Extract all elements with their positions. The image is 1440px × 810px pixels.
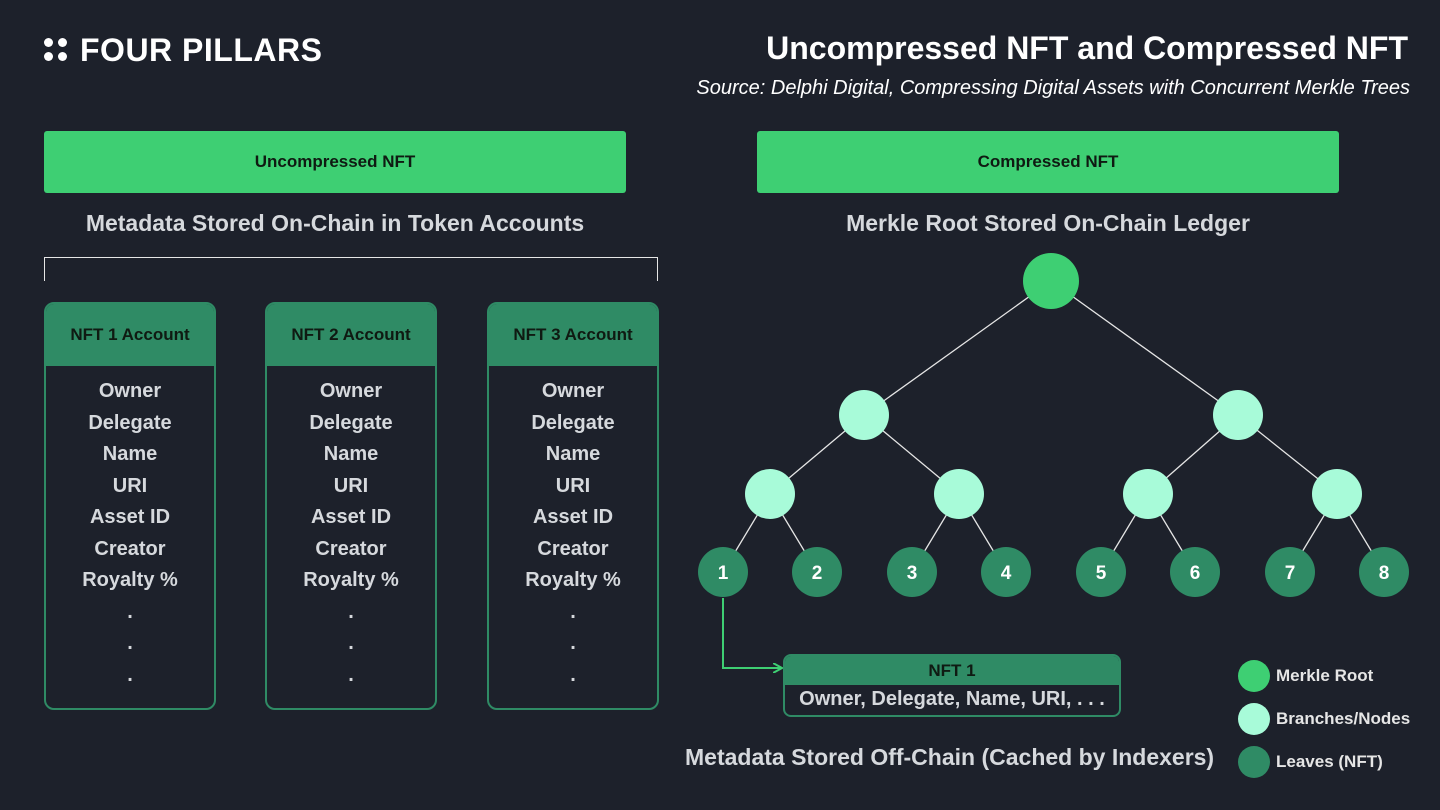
legend-label: Branches/Nodes	[1276, 709, 1411, 728]
brand-name: FOUR PILLARS	[80, 31, 323, 68]
branch-node	[745, 469, 795, 519]
field-delegate: Delegate	[88, 411, 172, 434]
field-owner: Owner	[541, 380, 605, 402]
nft-account-fields: Owner Delegate Name URI Asset ID Creator…	[46, 366, 214, 691]
legend-label: Leaves (NFT)	[1276, 752, 1383, 771]
legend-item-root: Merkle Root	[1238, 660, 1373, 692]
legend-branch-swatch	[1238, 703, 1270, 735]
leaf-node	[887, 547, 937, 597]
tree-edges	[722, 280, 1385, 573]
source-caption: Source: Delphi Digital, Compressing Digi…	[696, 77, 1410, 99]
leaf-label: 6	[1190, 563, 1201, 584]
tree-edge	[1050, 280, 1239, 416]
leaf-node	[1170, 547, 1220, 597]
field-ellipsis: .	[127, 632, 133, 654]
field-royalty: Royalty %	[303, 569, 399, 591]
field-ellipsis: .	[570, 600, 576, 623]
nft-account-title: NFT 3 Account	[489, 304, 657, 366]
field-uri: URI	[555, 474, 591, 497]
nft-metadata-body: Owner, Delegate, Name, URI, . . .	[799, 688, 1105, 710]
leaf-label: 5	[1096, 563, 1107, 584]
nft-account-title: NFT 2 Account	[267, 304, 435, 366]
field-ellipsis: .	[570, 632, 576, 654]
field-royalty: Royalty %	[525, 569, 621, 591]
field-name: Name	[102, 443, 158, 465]
legend-item-branches: Branches/Nodes	[1238, 703, 1410, 735]
nft-account-card: NFT 3 Account Owner Delegate Name URI As…	[487, 302, 659, 710]
legend-leaf-swatch	[1238, 746, 1270, 778]
field-name: Name	[545, 443, 601, 465]
field-ellipsis: .	[348, 600, 354, 623]
branch-node	[839, 390, 889, 440]
field-delegate: Delegate	[309, 411, 393, 434]
nft-account-fields: Owner Delegate Name URI Asset ID Creator…	[489, 366, 657, 691]
field-ellipsis: .	[127, 600, 133, 623]
field-ellipsis: .	[570, 663, 576, 686]
page-title: Uncompressed NFT and Compressed NFT	[766, 30, 1408, 66]
field-asset-id: Asset ID	[310, 506, 392, 528]
four-dots-icon	[44, 38, 68, 62]
leaf-label: 4	[1001, 563, 1012, 584]
offchain-caption: Metadata Stored Off-Chain (Cached by Ind…	[685, 744, 1215, 770]
leaf-node	[1359, 547, 1409, 597]
leaf-node	[792, 547, 842, 597]
nft-account-card: NFT 2 Account Owner Delegate Name URI As…	[265, 302, 437, 710]
nft-metadata-title: NFT 1	[785, 656, 1119, 685]
field-royalty: Royalty %	[82, 569, 178, 591]
field-ellipsis: .	[127, 663, 133, 686]
field-asset-id: Asset ID	[89, 506, 171, 528]
legend-label: Merkle Root	[1276, 666, 1374, 685]
field-ellipsis: .	[348, 663, 354, 686]
brand-logo: FOUR PILLARS	[44, 30, 322, 70]
nft-account-fields: Owner Delegate Name URI Asset ID Creator…	[267, 366, 435, 691]
branch-node	[1312, 469, 1362, 519]
field-creator: Creator	[537, 537, 609, 560]
tree-edge	[863, 280, 1052, 416]
accounts-bracket	[44, 257, 658, 281]
leaf-label: 3	[907, 563, 918, 584]
field-uri: URI	[333, 474, 369, 497]
leaf-node	[1076, 547, 1126, 597]
field-uri: URI	[112, 474, 148, 497]
field-delegate: Delegate	[531, 411, 615, 434]
field-name: Name	[323, 443, 379, 465]
field-owner: Owner	[98, 380, 162, 402]
ledger-subtitle: Merkle Root Stored On-Chain Ledger	[846, 210, 1250, 236]
field-owner: Owner	[319, 380, 383, 402]
leaf-label: 8	[1379, 563, 1390, 584]
merkle-root-node	[1023, 253, 1079, 309]
leaf-node	[1265, 547, 1315, 597]
uncompressed-banner: Uncompressed NFT	[44, 131, 626, 193]
field-ellipsis: .	[348, 632, 354, 654]
nft-metadata-card: NFT 1 Owner, Delegate, Name, URI, . . .	[783, 654, 1121, 717]
field-creator: Creator	[315, 537, 387, 560]
branch-node	[934, 469, 984, 519]
compressed-banner: Compressed NFT	[757, 131, 1339, 193]
nft-account-card: NFT 1 Account Owner Delegate Name URI As…	[44, 302, 216, 710]
leaf-label: 2	[812, 563, 823, 584]
leaf-label: 7	[1285, 563, 1296, 584]
legend-item-leaves: Leaves (NFT)	[1238, 746, 1383, 778]
legend-root-swatch	[1238, 660, 1270, 692]
nft-account-title: NFT 1 Account	[46, 304, 214, 366]
field-asset-id: Asset ID	[532, 506, 614, 528]
onchain-subtitle: Metadata Stored On-Chain in Token Accoun…	[85, 210, 585, 236]
leaf-node	[981, 547, 1031, 597]
branch-node	[1123, 469, 1173, 519]
leaf-to-metadata-arrow	[722, 598, 781, 668]
branch-node	[1213, 390, 1263, 440]
field-creator: Creator	[94, 537, 166, 560]
leaf-label: 1	[718, 563, 729, 584]
leaf-node	[698, 547, 748, 597]
